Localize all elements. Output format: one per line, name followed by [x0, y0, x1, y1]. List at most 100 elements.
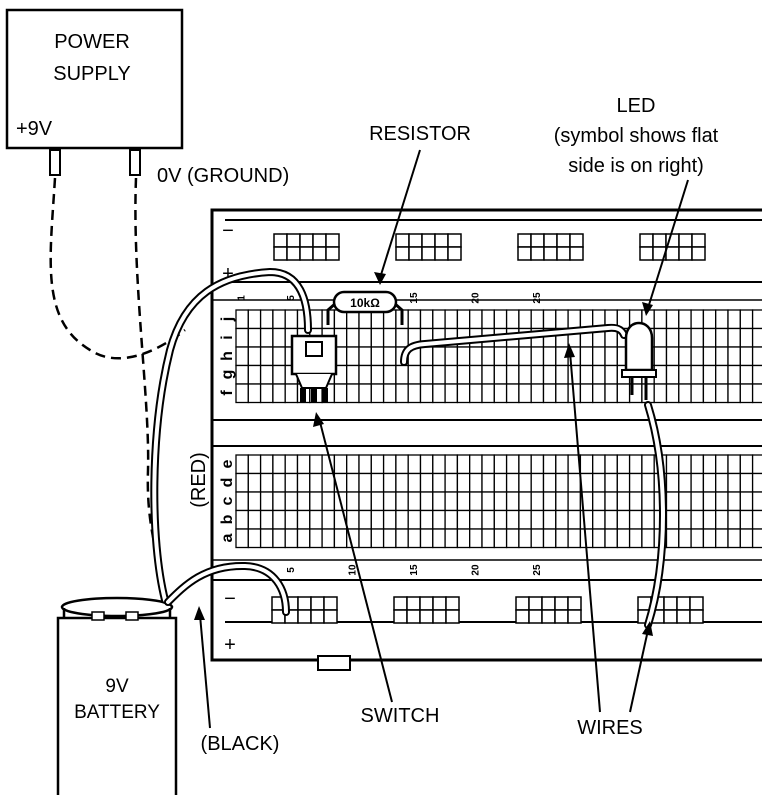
breadboard-hole — [346, 491, 360, 512]
breadboard-hole — [530, 454, 545, 475]
column-number-5: 5 — [286, 567, 297, 573]
rail-hole — [406, 609, 421, 624]
breadboard-hole — [419, 309, 434, 330]
breadboard-hole — [284, 309, 299, 330]
led-arrowhead — [642, 302, 653, 316]
breadboard-hole — [628, 528, 643, 549]
breadboard-hole — [715, 472, 729, 493]
breadboard-hole — [579, 364, 594, 385]
top-power-rail-holes — [273, 233, 706, 261]
led-callout-line3: side is on right) — [568, 155, 704, 177]
breadboard-hole — [690, 509, 705, 530]
power-supply-box — [5, 8, 184, 150]
breadboard-hole — [518, 454, 532, 475]
breadboard-hole — [579, 454, 594, 475]
breadboard-hole — [715, 346, 729, 367]
breadboard-hole — [702, 364, 717, 385]
rail-hole — [543, 233, 558, 248]
breadboard-hole — [702, 528, 717, 549]
power-supply: POWER SUPPLY +9V 0V (GROUND) — [5, 8, 289, 187]
breadboard-hole — [296, 491, 311, 512]
breadboard-hole — [333, 454, 348, 475]
row-letter-j: j — [219, 317, 236, 322]
rail-hole — [299, 233, 314, 248]
breadboard-hole — [247, 346, 262, 367]
breadboard-hole — [235, 528, 249, 549]
breadboard-hole — [456, 346, 471, 367]
breadboard-hole — [235, 309, 249, 330]
rail-hole — [676, 609, 691, 624]
breadboard-hole — [456, 528, 471, 549]
rail-hole-block — [639, 233, 706, 261]
breadboard-hole — [407, 383, 422, 404]
breadboard-hole — [665, 509, 680, 530]
breadboard-hole — [739, 383, 754, 404]
breadboard-hole — [505, 364, 520, 385]
rail-hole — [678, 246, 693, 261]
breadboard-hole — [382, 509, 397, 530]
breadboard-hole — [542, 509, 557, 530]
breadboard-hole — [555, 454, 569, 475]
switch-knob — [305, 341, 323, 357]
ground-terminal — [129, 149, 141, 176]
rail-hole — [569, 233, 584, 248]
rail-hole — [569, 246, 584, 261]
breadboard-hole — [567, 491, 582, 512]
battery: 9V BATTERY — [56, 596, 178, 795]
row-letter-i: i — [219, 335, 236, 339]
breadboard-hole — [678, 346, 692, 367]
top-rail-minus: − — [222, 220, 234, 242]
row-letter-f: f — [219, 390, 236, 396]
rail-hole — [663, 609, 678, 624]
breadboard-hole — [518, 383, 532, 404]
breadboard-hole — [567, 472, 582, 493]
breadboard-hole — [530, 364, 545, 385]
breadboard-hole — [284, 509, 299, 530]
breadboard-hole — [358, 472, 372, 493]
black-wire-label: (BLACK) — [201, 733, 280, 755]
breadboard-hole — [407, 472, 422, 493]
breadboard-hole — [493, 454, 508, 475]
breadboard-hole — [309, 509, 323, 530]
breadboard-hole — [272, 346, 286, 367]
breadboard-hole — [665, 491, 680, 512]
breadboard-hole — [518, 309, 532, 330]
breadboard-hole — [665, 327, 680, 348]
wires-callout: WIRES — [577, 717, 643, 739]
breadboard-hole — [432, 528, 446, 549]
breadboard-hole — [493, 528, 508, 549]
breadboard-hole — [419, 491, 434, 512]
breadboard-hole — [432, 383, 446, 404]
breadboard-hole — [346, 364, 360, 385]
breadboard-hole — [235, 327, 249, 348]
breadboard-hole — [604, 364, 618, 385]
breadboard-hole — [702, 454, 717, 475]
breadboard-hole — [739, 327, 754, 348]
callouts: RESISTOR LED (symbol shows flat side is … — [188, 95, 719, 755]
rail-hole — [689, 596, 704, 611]
breadboard-hole — [739, 491, 754, 512]
breadboard-hole — [678, 383, 692, 404]
breadboard-hole — [444, 472, 459, 493]
breadboard-hole — [555, 509, 569, 530]
breadboard-hole — [309, 472, 323, 493]
breadboard-hole — [358, 383, 372, 404]
breadboard-hole — [715, 491, 729, 512]
breadboard-hole — [505, 491, 520, 512]
breadboard-hole — [272, 327, 286, 348]
slide-switch — [290, 334, 338, 402]
breadboard-hole — [382, 346, 397, 367]
breadboard-hole — [272, 509, 286, 530]
rail-hole — [515, 596, 530, 611]
jumper-wire-led-ground — [644, 401, 667, 629]
breadboard-hole — [555, 364, 569, 385]
breadboard-hole — [321, 472, 336, 493]
breadboard-hole — [715, 327, 729, 348]
breadboard-hole — [751, 327, 762, 348]
breadboard-hole — [358, 509, 372, 530]
breadboard-hole — [518, 472, 532, 493]
breadboard-hole — [604, 454, 618, 475]
breadboard-hole — [456, 364, 471, 385]
